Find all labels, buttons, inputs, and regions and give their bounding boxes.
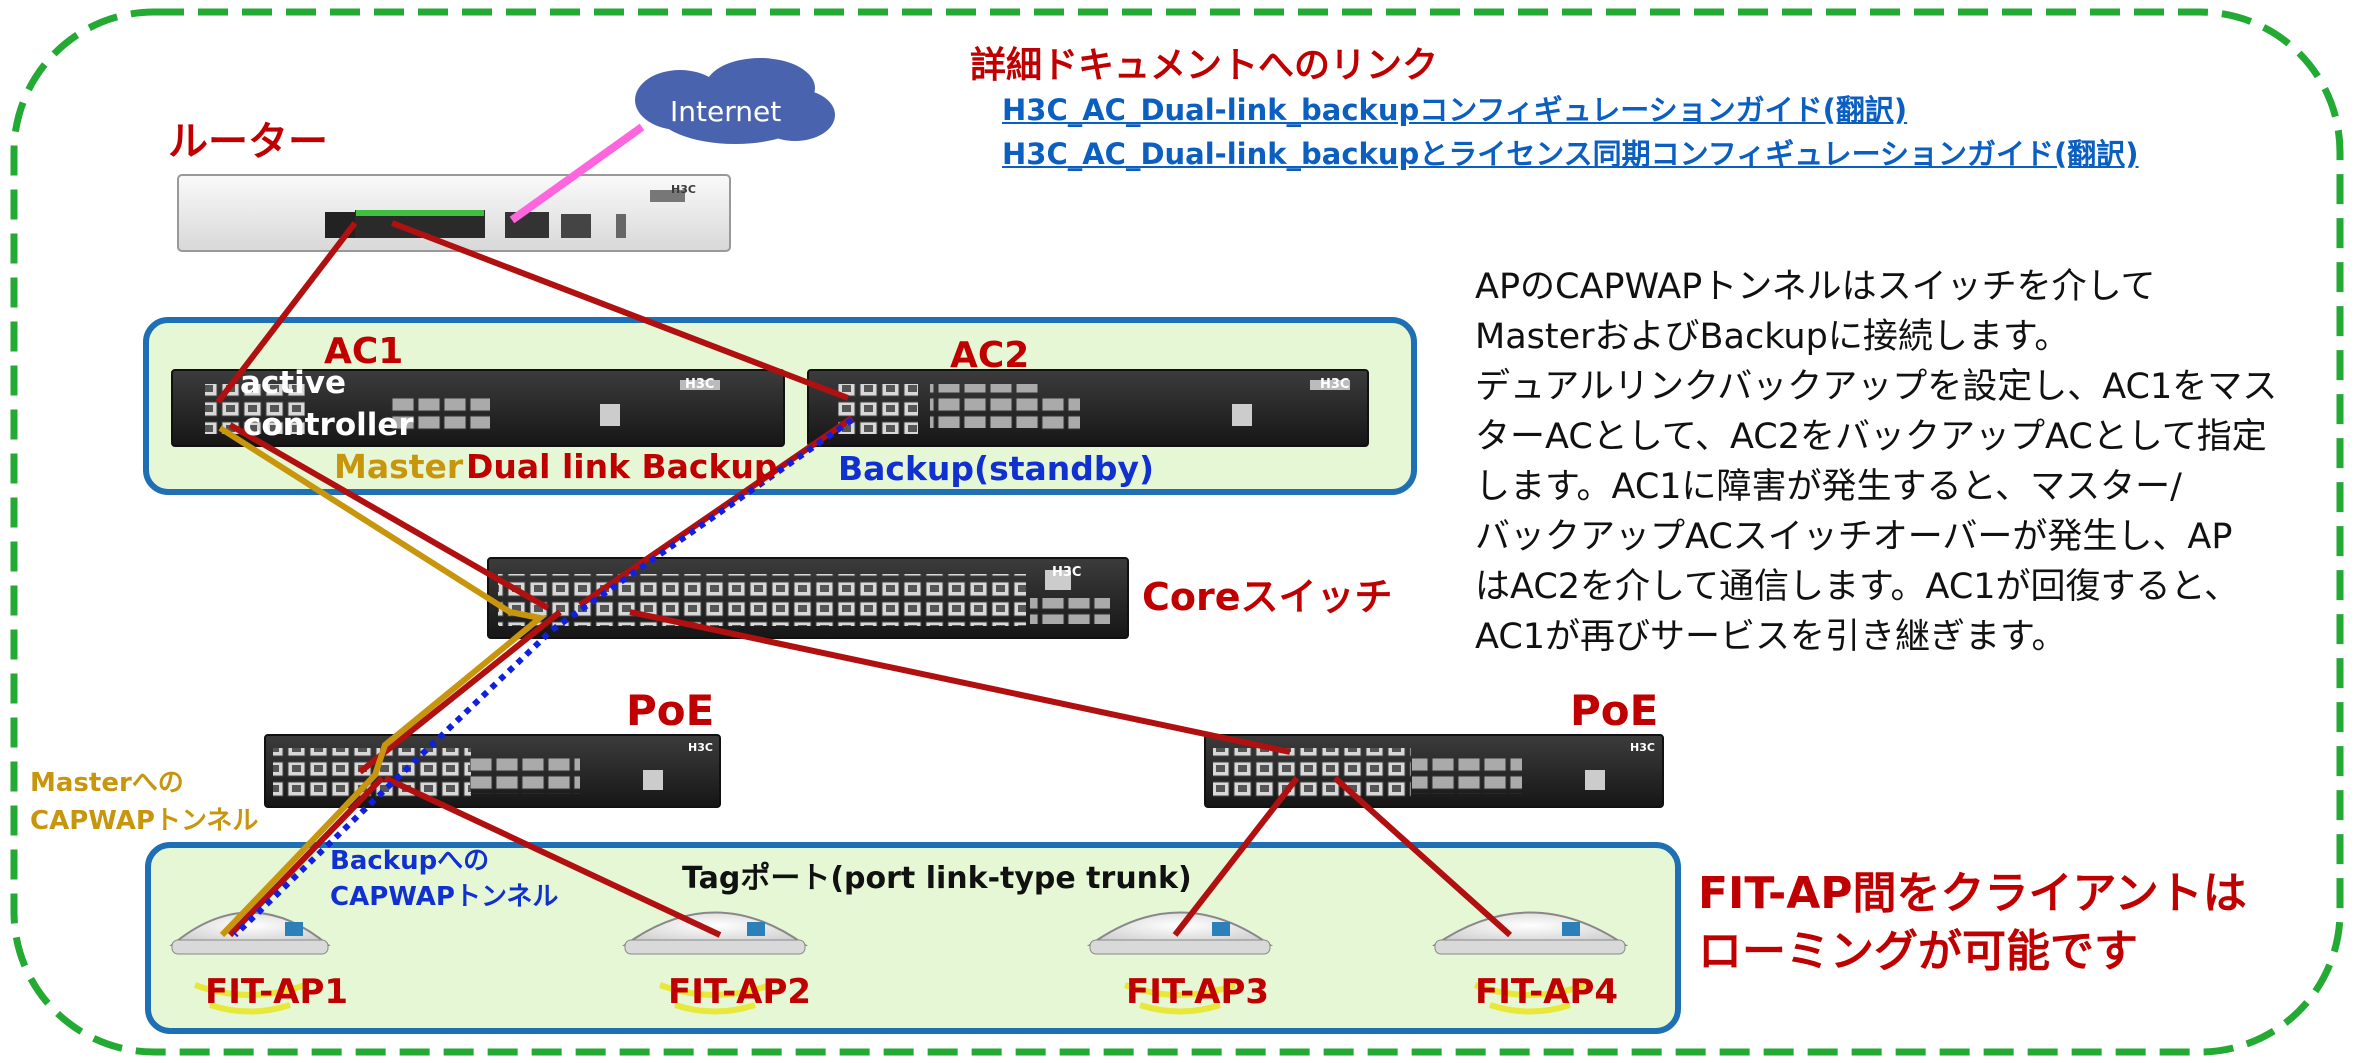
description-line: はAC2を介して通信します。AC1が回復すると、 bbox=[1475, 567, 2240, 607]
backup-standby-label: Backup(standby) bbox=[838, 449, 1155, 488]
description-line: AC1が再びサービスを引き継ぎます。 bbox=[1475, 617, 2067, 657]
fit-ap2-device bbox=[621, 911, 809, 1015]
ac1-label: AC1 bbox=[324, 331, 404, 372]
core-switch-device bbox=[487, 557, 1129, 639]
active-controller-line2: controller bbox=[243, 407, 414, 443]
fit-ap2-label: FIT-AP2 bbox=[668, 972, 812, 1012]
router-label: ルーター bbox=[168, 119, 328, 165]
router-logo: H3C bbox=[671, 183, 696, 196]
description-line: します。AC1に障害が発生すると、マスター/ bbox=[1475, 467, 2182, 507]
internet-link bbox=[509, 123, 645, 224]
active-controller-line1: active bbox=[240, 365, 346, 401]
router-device bbox=[177, 174, 731, 252]
description-line: ターACとして、AC2をバックアップACとして指定 bbox=[1475, 417, 2267, 457]
description-paragraph: APのCAPWAPトンネルはスイッチを介して MasterおよびBackupに接… bbox=[1475, 262, 2345, 662]
poe-switch-left-device bbox=[264, 734, 721, 808]
tag-port-label: Tagポート(port link-type trunk) bbox=[682, 861, 1192, 896]
doc-links-heading: 詳細ドキュメントへのリンク bbox=[970, 45, 1439, 86]
fit-ap4-device bbox=[1431, 911, 1629, 1015]
description-line: バックアップACスイッチオーバーが発生し、AP bbox=[1475, 517, 2233, 557]
outer-dashed-border bbox=[10, 8, 2344, 1056]
doc-link-license-sync[interactable]: H3C_AC_Dual-link_backupとライセンス同期コンフィギュレーシ… bbox=[1002, 137, 2139, 171]
backup-capwap-label-line1: Backupへの bbox=[330, 846, 490, 876]
poe-left-logo: H3C bbox=[688, 741, 713, 754]
fit-ap1-label: FIT-AP1 bbox=[205, 972, 349, 1012]
master-capwap-label-line2: CAPWAPトンネル bbox=[30, 806, 259, 836]
master-capwap-tunnel bbox=[218, 425, 547, 938]
backup-capwap-tunnel bbox=[232, 417, 854, 938]
internet-label: Internet bbox=[670, 95, 782, 128]
internet-cloud-icon bbox=[635, 58, 835, 144]
fit-ap4-label: FIT-AP4 bbox=[1475, 972, 1619, 1012]
fit-ap1-device bbox=[169, 911, 331, 1015]
description-line: APのCAPWAPトンネルはスイッチを介して bbox=[1475, 267, 2156, 307]
doc-link-dual-link-backup[interactable]: H3C_AC_Dual-link_backupコンフィギュレーションガイド(翻訳… bbox=[1002, 93, 1908, 127]
dual-link-backup-label: Dual link Backup bbox=[466, 447, 778, 486]
ac2-device bbox=[807, 369, 1369, 447]
description-line: デュアルリンクバックアップを設定し、AC1をマス bbox=[1475, 367, 2278, 407]
poe-right-logo: H3C bbox=[1630, 741, 1655, 754]
core-logo: H3C bbox=[1052, 565, 1082, 580]
ap-group-box bbox=[145, 842, 1681, 1034]
poe-left-label: PoE bbox=[626, 686, 715, 735]
core-switch-label: Coreスイッチ bbox=[1142, 575, 1393, 619]
ac2-label: AC2 bbox=[950, 335, 1030, 376]
ac1-logo: H3C bbox=[685, 377, 715, 392]
ac2-logo: H3C bbox=[1320, 377, 1350, 392]
poe-switch-right-device bbox=[1204, 734, 1664, 808]
poe-right-label: PoE bbox=[1570, 686, 1659, 735]
fit-ap3-label: FIT-AP3 bbox=[1126, 972, 1270, 1012]
roaming-note-line1: FIT-AP間をクライアントは bbox=[1698, 868, 2247, 919]
backup-capwap-label-line2: CAPWAPトンネル bbox=[330, 882, 559, 912]
master-label: Master bbox=[334, 447, 464, 486]
roaming-note-line2: ローミングが可能です bbox=[1698, 926, 2138, 977]
description-line: MasterおよびBackupに接続します。 bbox=[1475, 317, 2070, 357]
master-capwap-label-line1: Masterへの bbox=[30, 768, 184, 798]
